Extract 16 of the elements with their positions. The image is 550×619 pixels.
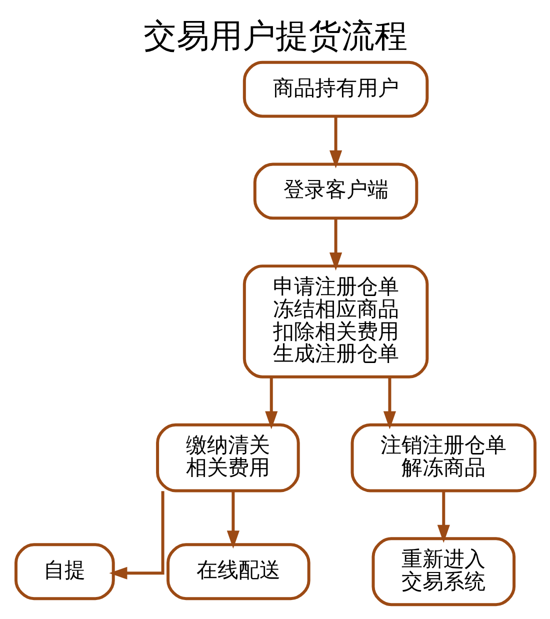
node-box: 自提 xyxy=(14,543,114,600)
arrow xyxy=(328,116,342,168)
node-box: 注销注册仓单 解冻商品 xyxy=(350,423,536,492)
arrow xyxy=(382,376,396,430)
node-box: 重新进入交易系统 xyxy=(371,537,516,606)
node-box: 缴纳清关相关费用 xyxy=(156,423,300,492)
node-box: 申请注册仓单 冻结相应商品 扣除相关费用 生成注册仓单 xyxy=(242,264,428,378)
node-box: 登录客户端 xyxy=(252,162,418,220)
arrow xyxy=(436,491,450,543)
node-box: 商品持有用户 xyxy=(242,60,428,118)
node-box: 在线配送 xyxy=(166,543,310,600)
diagram-title: 交易用户提货流程 xyxy=(143,16,407,55)
arrow xyxy=(328,218,342,271)
arrow xyxy=(226,491,239,549)
arrow xyxy=(264,376,278,430)
arrow xyxy=(108,491,164,580)
